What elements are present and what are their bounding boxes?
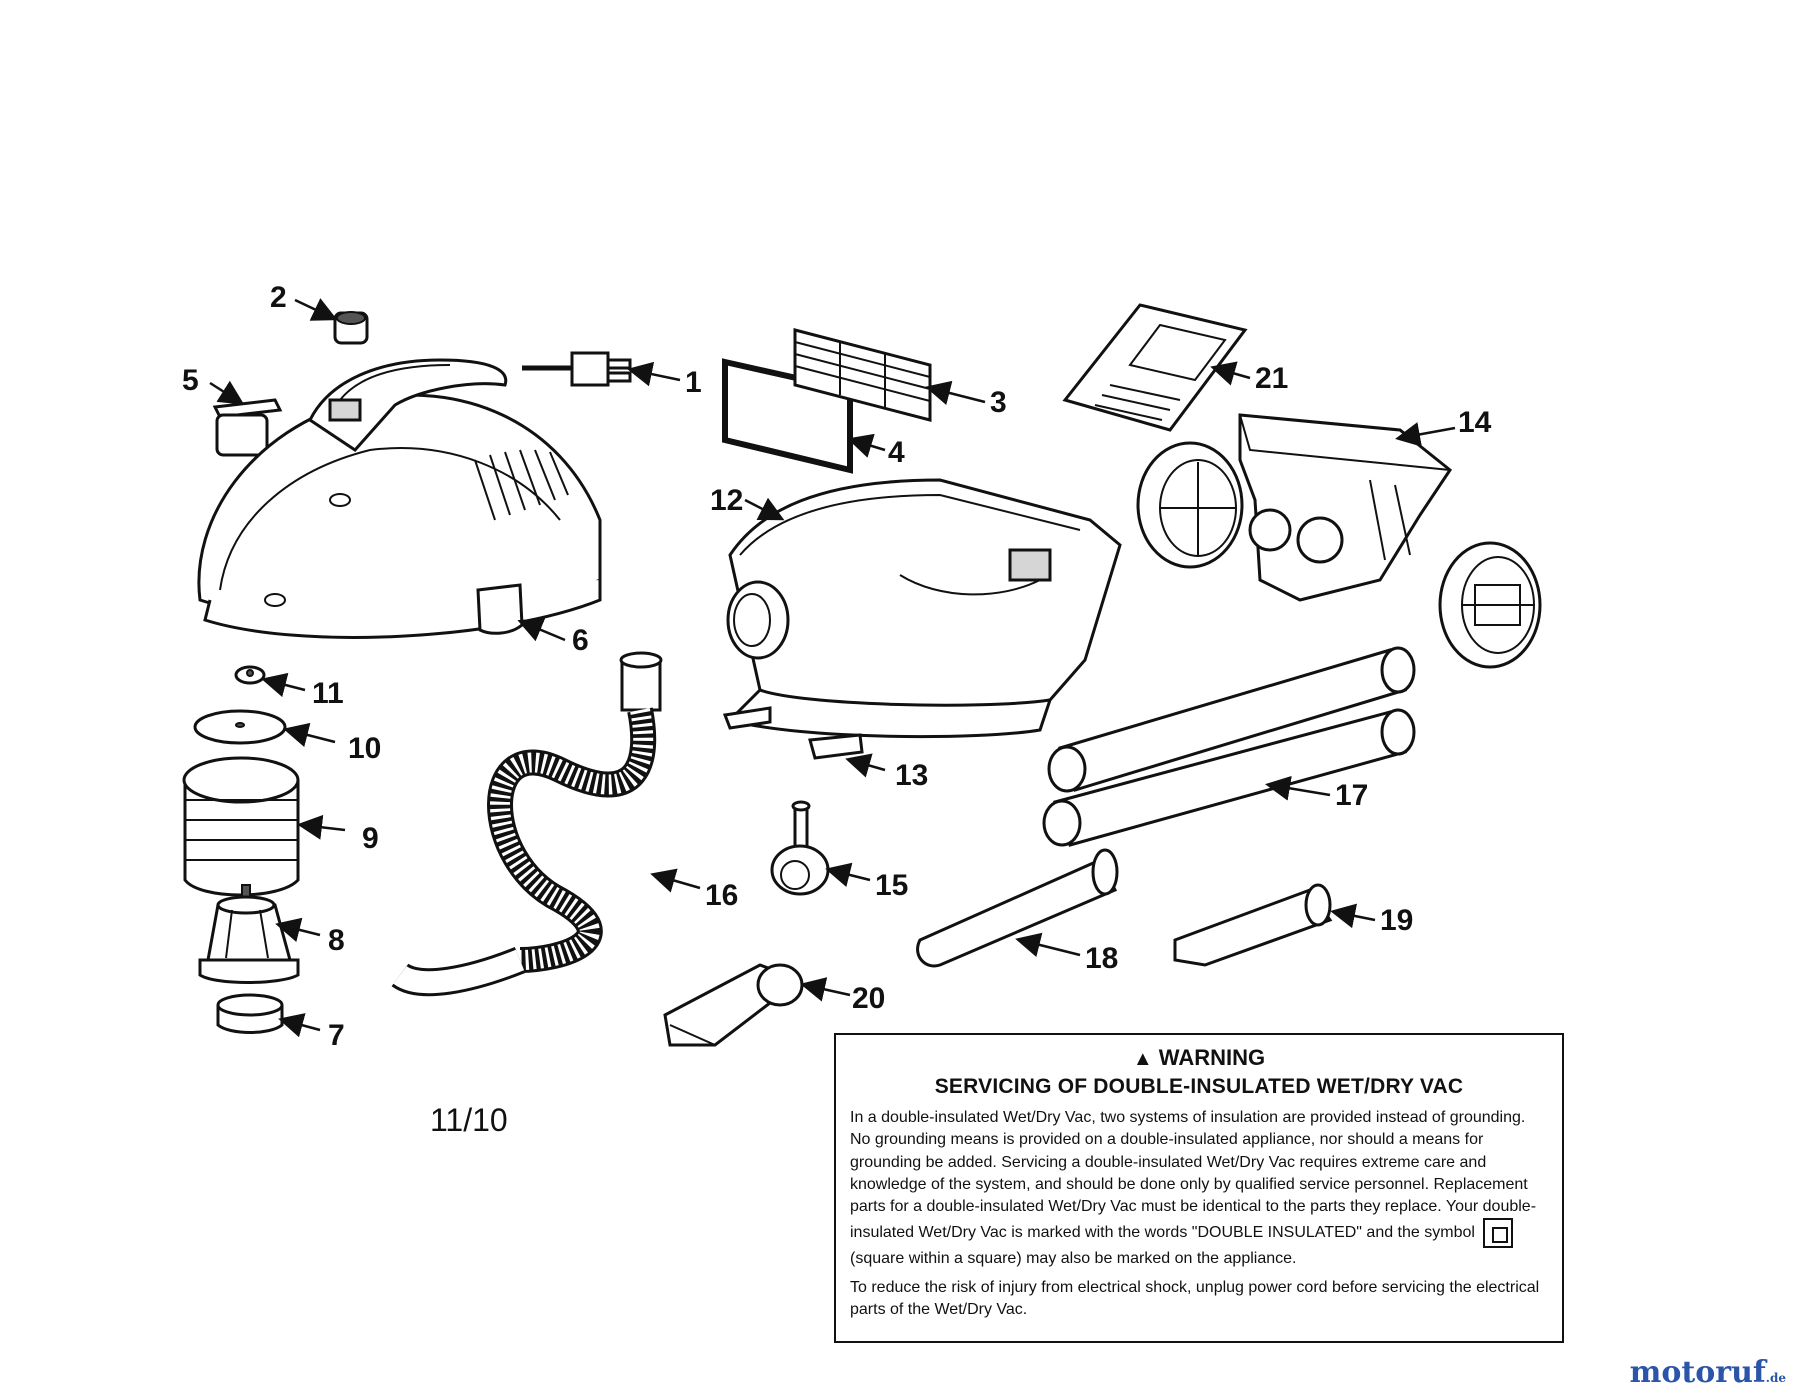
part-hose [391,651,663,997]
part-extension-wand-lower [1042,708,1416,847]
callout-17: 17 [1335,779,1368,812]
part-caster [770,800,830,896]
warning-heading: ▲ WARNING [850,1045,1548,1071]
callout-4: 4 [888,436,905,469]
warning-subtitle: SERVICING OF DOUBLE-INSULATED WET/DRY VA… [934,1075,1464,1098]
callout-18: 18 [1085,942,1118,975]
date-code: 11/10 [430,1102,508,1138]
callout-1: 1 [685,366,702,399]
warning-paragraph-1: In a double-insulated Wet/Dry Vac, two s… [850,1107,1548,1271]
part-collar [216,993,284,1034]
callout-9: 9 [362,822,379,855]
callout-3: 3 [990,386,1007,419]
callout-14: 14 [1458,406,1492,439]
callout-6: 6 [572,624,589,657]
part-switch [333,311,369,345]
callout-21: 21 [1255,362,1288,395]
double-insulated-symbol-icon [1483,1218,1514,1249]
leader-lines [209,298,1456,1038]
part-cartridge-filter [182,756,300,897]
part-tank-foot [722,706,864,760]
part-extension-wand-upper [1047,646,1416,793]
part-clip [476,583,524,635]
warning-box: ▲ WARNING SERVICING OF DOUBLE-INSULATED … [834,1033,1564,1343]
part-latch [212,398,283,457]
callout-labels: 1 2 3 4 5 6 7 8 9 10 11 12 13 14 15 16 1… [182,281,1492,1052]
part-rear-wheel-right [1438,541,1542,669]
callout-12: 12 [710,484,743,517]
callout-5: 5 [182,364,199,397]
part-utility-nozzle [916,848,1119,968]
callout-7: 7 [328,1019,345,1052]
part-wheel-bracket [1238,413,1453,602]
part-power-cord-plug [522,351,632,387]
part-filter-cage [198,884,300,984]
part-crevice-tool [1173,883,1333,967]
callout-15: 15 [875,869,908,902]
part-rear-wheel-left [1136,441,1244,569]
warning-triangle-icon: ▲ [1132,1048,1153,1070]
part-filter-lid [193,709,287,745]
callout-16: 16 [705,879,738,912]
warning-paragraph-2: To reduce the risk of injury from electr… [850,1278,1540,1319]
part-filter-nut [234,665,266,685]
callout-2: 2 [270,281,287,314]
part-exhaust-grille [793,328,932,422]
callout-19: 19 [1380,904,1413,937]
warning-paragraph-1-start: In a double-insulated Wet/Dry Vac, two s… [850,1109,1537,1242]
watermark: motoruf.de [1630,1355,1786,1390]
callout-8: 8 [328,924,345,957]
watermark-suffix: .de [1765,1371,1786,1385]
callout-20: 20 [852,982,885,1015]
callout-11: 11 [312,677,344,710]
warning-heading-text: WARNING [1158,1045,1266,1070]
part-floor-brush [663,963,804,1047]
callout-10: 10 [348,732,381,765]
callout-13: 13 [895,759,928,792]
watermark-main: motoruf [1629,1355,1766,1390]
warning-paragraph-1-end: (square within a square) may also be mar… [850,1250,1297,1268]
part-collection-tank [726,478,1122,739]
part-owners-manual [1062,303,1248,432]
